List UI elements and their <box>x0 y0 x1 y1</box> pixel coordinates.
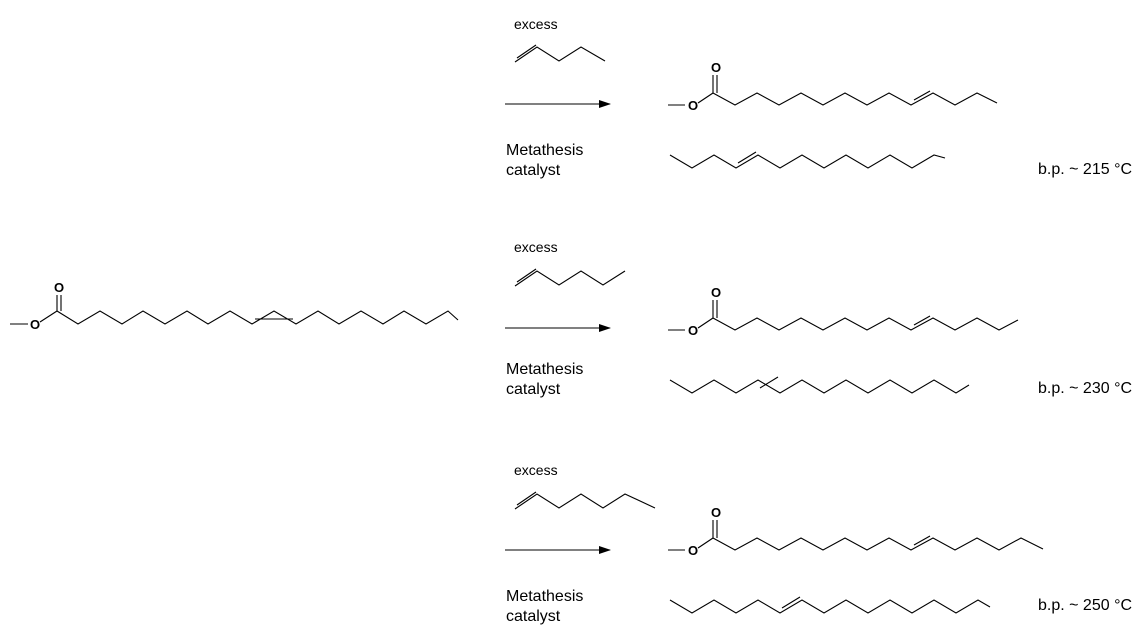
product-2-carbonyl-oxygen: O <box>711 285 721 300</box>
catalyst-label-1-line1: Metathesis <box>506 142 584 159</box>
product-3-carbonyl-oxygen: O <box>711 505 721 520</box>
boiling-point-2: b.p. ~ 230 °C <box>1038 380 1133 397</box>
reactant-methyl-oleate: O O <box>10 280 459 332</box>
catalyst-label-3-line2: catalyst <box>506 608 561 625</box>
reaction-3: O O <box>505 491 1044 614</box>
catalyst-label-2: Metathesis catalyst <box>506 360 583 400</box>
reactant-carbon-chain <box>56 310 459 325</box>
product-3-ester-oxygen: O <box>688 543 698 558</box>
boiling-point-1: b.p. ~ 215 °C <box>1038 161 1133 178</box>
catalyst-label-3: Metathesis catalyst <box>506 587 583 627</box>
product-3-ester: O O <box>668 505 1044 558</box>
catalyst-label-3-line1: Metathesis <box>506 588 584 605</box>
ester-bond <box>39 310 58 323</box>
reagent-label-2: excess <box>514 239 558 255</box>
reagent-1-hexene <box>514 268 626 287</box>
product-1-alkene <box>669 151 946 169</box>
reagent-label-1: excess <box>514 16 558 32</box>
reactant-carbonyl-oxygen: O <box>54 280 64 295</box>
product-1-ester: O O <box>668 60 998 113</box>
catalyst-label-2-line2: catalyst <box>506 381 561 398</box>
product-1-ester-oxygen: O <box>688 98 698 113</box>
catalyst-label-1-line2: catalyst <box>506 162 561 179</box>
product-2-alkene <box>669 376 970 394</box>
reagent-label-3: excess <box>514 462 558 478</box>
reactant-ester-oxygen: O <box>30 317 40 332</box>
product-2-ester: O O <box>668 285 1019 338</box>
reagent-1-heptene <box>514 491 656 510</box>
product-1-carbonyl-oxygen: O <box>711 60 721 75</box>
catalyst-label-1: Metathesis catalyst <box>506 141 583 181</box>
reagent-1-pentene <box>514 44 606 63</box>
catalyst-label-2-line1: Metathesis <box>506 361 584 378</box>
product-3-alkene <box>669 596 991 614</box>
boiling-point-3: b.p. ~ 250 °C <box>1038 597 1133 614</box>
product-2-ester-oxygen: O <box>688 323 698 338</box>
reaction-2: O O <box>505 268 1019 394</box>
reaction-1: O O <box>505 44 998 169</box>
